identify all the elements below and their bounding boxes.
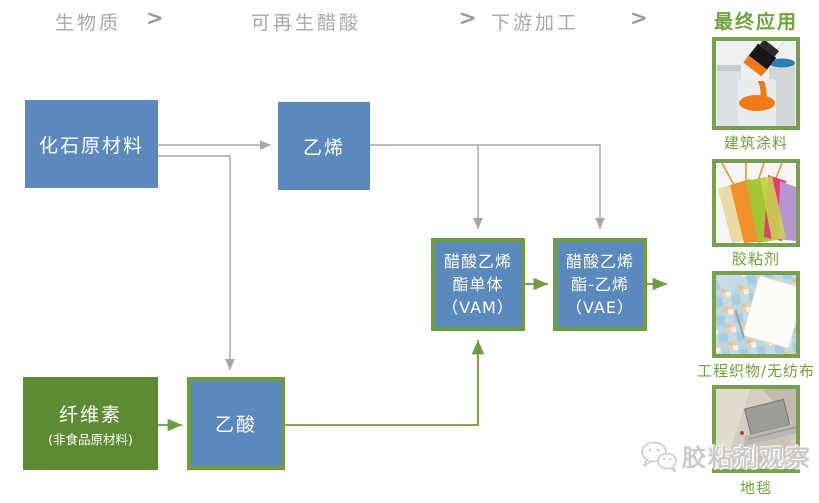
arrow-acetic-to-vam [285,340,485,426]
shopping-bags-icon [716,163,796,243]
app-label-adhesives: 胶粘剂 [731,250,780,268]
carpet-image [712,385,800,473]
app-label-fabrics: 工程织物/无纺布 [696,362,816,380]
stage-label-biomass: 生物质 [55,12,122,34]
chevron-icon: > [146,6,164,30]
box-vae: 醋酸乙烯 酯-乙烯 （VAE） [553,238,647,331]
box-cellulose: 纤维素 (非食品原材料) [23,377,158,470]
architectural-coatings-image [712,37,800,130]
stage-label-downstream: 下游加工 [491,12,580,34]
watermark: 胶粘剂观察 [640,438,812,473]
box-ethylene: 乙烯 [278,102,370,190]
app-label-carpet: 地毯 [739,479,772,497]
app-label-coatings: 建筑涂料 [723,134,788,152]
adhesives-image [712,159,800,247]
box-vam: 醋酸乙烯 酯单体 （VAM） [431,238,525,331]
stage-label-final-applications: 最终应用 [713,11,798,33]
watermark-text: 胶粘剂观察 [682,444,812,472]
arrow-ethylene-to-vae [370,144,605,229]
box-acetic-acid: 乙酸 [187,377,285,470]
laptop-on-carpet-icon [716,389,796,469]
arrow-fossil-to-acetic [158,155,235,370]
wechat-icon [641,441,677,472]
paint-cans-icon [716,41,796,126]
engineered-fabrics-image [712,271,800,358]
stage-label-renewable-acetic: 可再生醋酸 [251,12,362,34]
chevron-icon: > [459,6,477,30]
box-fossil-raw-materials: 化石原材料 [25,100,158,188]
chevron-icon: > [630,6,648,30]
gingham-fabric-icon [716,275,796,354]
